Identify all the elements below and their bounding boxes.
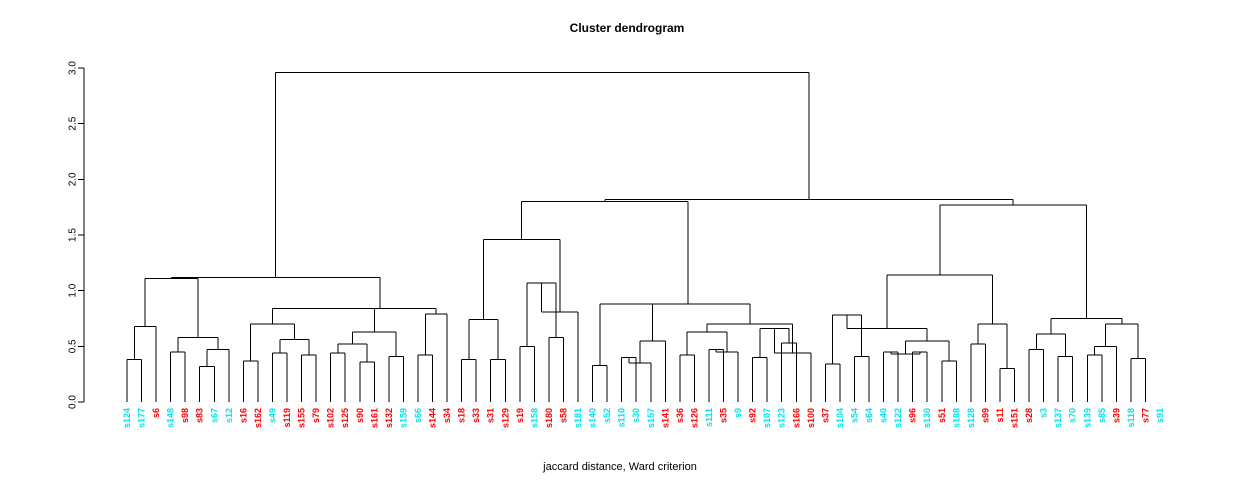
leaf-label: s37 xyxy=(820,408,830,423)
leaf-label: s36 xyxy=(675,408,685,423)
y-axis-tick-label: 0.5 xyxy=(68,339,79,353)
leaf-label: s126 xyxy=(689,408,699,428)
leaf-label: s83 xyxy=(195,408,205,423)
y-axis: 0.0 0.5 1.0 1.5 2.0 2.5 3.0 xyxy=(68,61,85,409)
leaf-label: s177 xyxy=(137,408,147,428)
leaf-label: s180 xyxy=(544,408,554,428)
leaf-label: s40 xyxy=(879,408,889,423)
leaf-label: s111 xyxy=(704,408,714,427)
leaf-label: s107 xyxy=(762,408,772,428)
leaf-label: s137 xyxy=(1053,408,1063,428)
leaf-label: s166 xyxy=(791,408,801,428)
leaf-label: s155 xyxy=(297,408,307,428)
leaf-label: s124 xyxy=(122,408,132,428)
y-axis-tick-label: 0.0 xyxy=(68,395,79,409)
leaf-label: s3 xyxy=(1039,408,1049,418)
leaf-label: s102 xyxy=(326,408,336,428)
leaf-label: s12 xyxy=(224,408,234,423)
y-axis-tick-label: 2.0 xyxy=(68,172,79,186)
y-axis-tick-label: 2.5 xyxy=(68,116,79,130)
dendrogram-branches xyxy=(126,71,1146,402)
leaf-label: s130 xyxy=(922,408,932,428)
leaf-label: s16 xyxy=(238,408,248,423)
leaf-label: s161 xyxy=(369,408,379,428)
leaf-label: s90 xyxy=(355,408,365,423)
leaf-label: s119 xyxy=(282,408,292,428)
leaf-label: s77 xyxy=(1140,408,1150,423)
leaf-label: s122 xyxy=(893,408,903,428)
page-title: Cluster dendrogram xyxy=(570,21,685,35)
leaf-label: s31 xyxy=(486,408,496,423)
leaf-label: s151 xyxy=(1010,408,1020,428)
leaf-label: s132 xyxy=(384,408,394,428)
leaf-label: s96 xyxy=(908,408,918,423)
leaf-label: s141 xyxy=(660,408,670,428)
leaf-label: s148 xyxy=(166,408,176,428)
leaf-label: s28 xyxy=(1024,408,1034,423)
leaf-label: s52 xyxy=(602,408,612,423)
leaf-label: s159 xyxy=(398,408,408,428)
leaf-label: s85 xyxy=(1097,408,1107,423)
leaf-label: s18 xyxy=(457,408,467,423)
x-axis-label: jaccard distance, Ward criterion xyxy=(542,461,697,473)
leaf-label: s162 xyxy=(253,408,263,428)
leaf-label: s99 xyxy=(980,408,990,423)
leaf-label: s139 xyxy=(1082,408,1092,428)
leaf-label: s100 xyxy=(806,408,816,428)
leaf-label: s66 xyxy=(413,408,423,423)
leaf-label: s51 xyxy=(937,408,947,423)
leaf-label: s34 xyxy=(442,408,452,423)
leaf-label: s123 xyxy=(777,408,787,428)
leaf-label: s67 xyxy=(209,408,219,423)
y-axis-tick-label: 1.5 xyxy=(68,228,79,242)
leaf-labels: s124 s177 s6 s148 s98 s83 s67 s12 s16 s162 s49 s119… xyxy=(122,408,1165,428)
leaf-label: s129 xyxy=(500,408,510,428)
leaf-label: s30 xyxy=(631,408,641,423)
leaf-label: s9 xyxy=(733,408,743,418)
leaf-label: s33 xyxy=(471,408,481,423)
leaf-label: s128 xyxy=(966,408,976,428)
leaf-label: s58 xyxy=(558,408,568,423)
leaf-label: s54 xyxy=(849,408,859,423)
leaf-label: s188 xyxy=(951,408,961,428)
leaf-label: s125 xyxy=(340,408,350,428)
leaf-label: s158 xyxy=(529,408,539,428)
leaf-label: s79 xyxy=(311,408,321,423)
leaf-label: s91 xyxy=(1155,408,1165,423)
leaf-label: s49 xyxy=(267,408,277,423)
leaf-label: s104 xyxy=(835,408,845,428)
leaf-label: s144 xyxy=(428,408,438,428)
leaf-label: s181 xyxy=(573,408,583,428)
y-axis-tick-label: 3.0 xyxy=(68,61,79,75)
leaf-label: s11 xyxy=(995,408,1005,423)
leaf-label: s70 xyxy=(1068,408,1078,423)
leaf-label: s19 xyxy=(515,408,525,423)
leaf-label: s6 xyxy=(151,408,161,418)
leaf-label: s110 xyxy=(617,408,627,428)
leaf-label: s140 xyxy=(588,408,598,428)
leaf-label: s118 xyxy=(1126,408,1136,428)
y-axis-tick-label: 1.0 xyxy=(68,283,79,297)
leaf-label: s157 xyxy=(646,408,656,428)
leaf-label: s64 xyxy=(864,408,874,423)
leaf-label: s39 xyxy=(1111,408,1121,423)
leaf-label: s35 xyxy=(719,408,729,423)
leaf-label: s98 xyxy=(180,408,190,423)
leaf-label: s92 xyxy=(748,408,758,423)
